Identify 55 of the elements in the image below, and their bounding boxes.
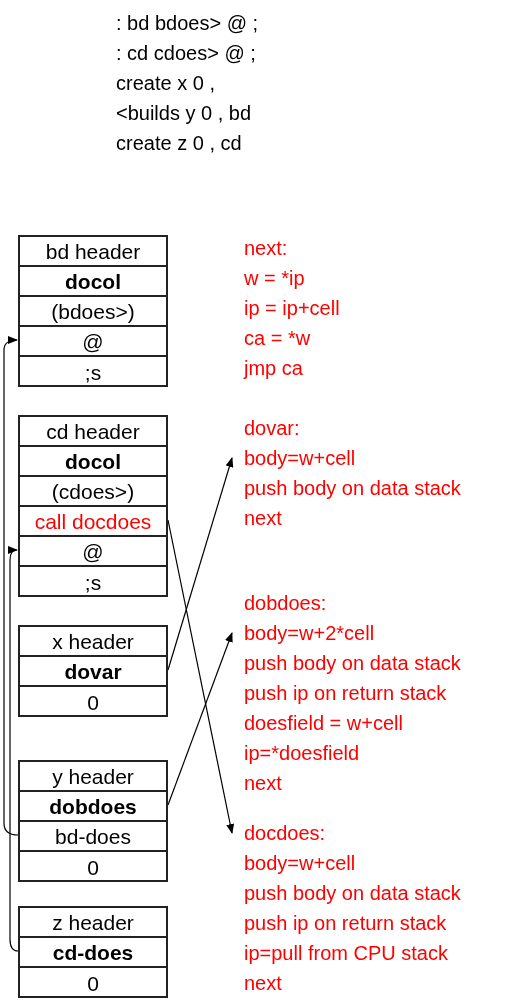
- memory-cell: call docdoes: [20, 507, 166, 537]
- memory-cell: y header: [20, 762, 166, 792]
- arrow: [3, 336, 19, 836]
- code-line: push body on data stack: [244, 881, 461, 906]
- code-line: : cd cdoes> @ ;: [116, 41, 257, 66]
- memory-cell: (bdoes>): [20, 297, 166, 327]
- memory-record: [18, 760, 168, 882]
- code-line: push body on data stack: [244, 476, 461, 501]
- memory-cell: (cdoes>): [20, 477, 166, 507]
- code-line: push ip on return stack: [244, 681, 448, 706]
- code-line: next: [244, 771, 283, 796]
- memory-cell: x header: [20, 627, 166, 657]
- code-line: dobdoes:: [244, 591, 328, 616]
- memory-cell: docol: [20, 267, 166, 297]
- code-line: push body on data stack: [244, 651, 461, 676]
- memory-cell: 0: [20, 852, 166, 882]
- code-line: ip=*doesfield: [244, 741, 361, 766]
- code-line: next:: [244, 236, 289, 261]
- code-line: body=w+2*cell: [244, 621, 376, 646]
- memory-cell: z header: [20, 908, 166, 938]
- code-line: push ip on return stack: [244, 911, 448, 936]
- memory-cell: 0: [20, 687, 166, 717]
- memory-cell: ;s: [20, 567, 166, 597]
- code-line: next: [244, 971, 283, 996]
- memory-cell: docol: [20, 447, 166, 477]
- memory-record: [18, 906, 168, 998]
- memory-cell: 0: [20, 968, 166, 998]
- code-line: body=w+cell: [244, 446, 357, 471]
- code-line: w = *ip: [244, 266, 306, 291]
- memory-cell: cd-does: [20, 938, 166, 968]
- memory-cell: bd-does: [20, 822, 166, 852]
- code-line: next: [244, 506, 283, 531]
- code-line: ca = *w: [244, 326, 312, 351]
- code-line: create z 0 , cd: [116, 131, 243, 156]
- memory-cell: bd header: [20, 237, 166, 267]
- code-line: body=w+cell: [244, 851, 357, 876]
- memory-cell: dovar: [20, 657, 166, 687]
- memory-cell: @: [20, 327, 166, 357]
- memory-record: [18, 625, 168, 717]
- code-line: jmp ca: [244, 356, 304, 381]
- code-line: ip = ip+cell: [244, 296, 340, 321]
- code-line: : bd bdoes> @ ;: [116, 11, 259, 36]
- code-line: ip=pull from CPU stack: [244, 941, 449, 966]
- memory-cell: cd header: [20, 417, 166, 447]
- memory-cell: ;s: [20, 357, 166, 387]
- code-line: doesfield = w+cell: [244, 711, 404, 736]
- memory-record: [18, 415, 168, 597]
- memory-record: [18, 235, 168, 387]
- code-line: dovar:: [244, 416, 301, 441]
- code-line: <builds y 0 , bd: [116, 101, 253, 126]
- arrow: [7, 546, 19, 952]
- memory-cell: dobdoes: [20, 792, 166, 822]
- memory-cell: @: [20, 537, 166, 567]
- code-line: create x 0 ,: [116, 71, 216, 96]
- code-line: docdoes:: [244, 821, 327, 846]
